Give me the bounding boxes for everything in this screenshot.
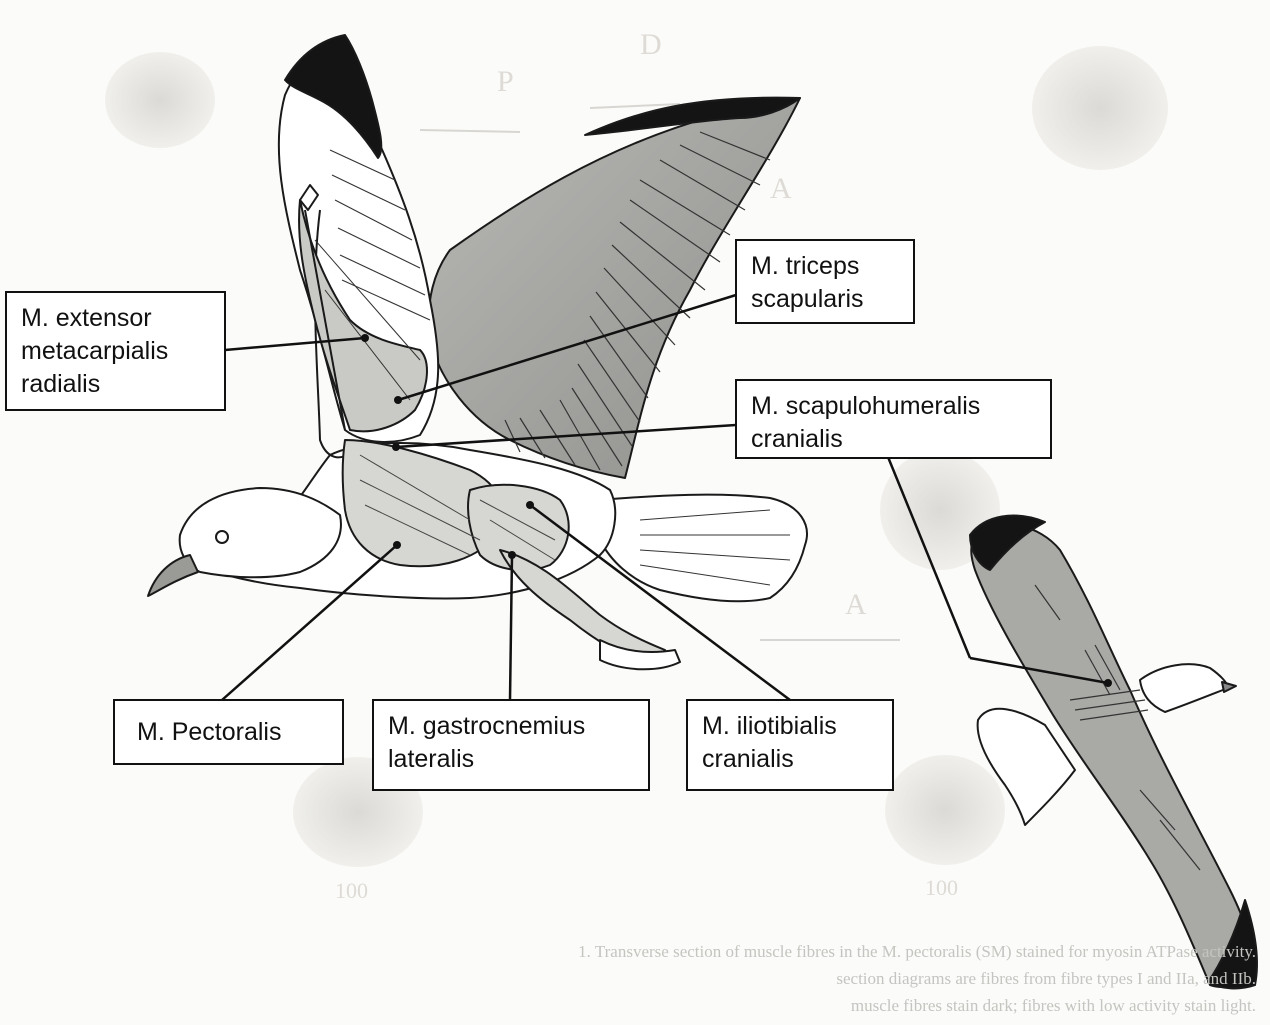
label-gastrocnemius-lateralis: M. gastrocnemius lateralis — [372, 699, 650, 791]
label-line: cranialis — [751, 423, 1040, 456]
label-line: M. iliotibialis — [702, 710, 882, 743]
beak — [148, 555, 198, 596]
ghost-micrograph — [1032, 46, 1168, 170]
label-iliotibialis-cranialis: M. iliotibialis cranialis — [686, 699, 894, 791]
label-line: M. Pectoralis — [137, 716, 332, 749]
label-line: scapularis — [751, 283, 903, 316]
label-line: cranialis — [702, 743, 882, 776]
dot-gastrocnemius — [508, 551, 516, 559]
dot-triceps — [394, 396, 402, 404]
ghost-letter-p: P — [497, 65, 514, 99]
gull-side-view — [148, 35, 807, 669]
dot-pectoralis — [393, 541, 401, 549]
head — [180, 488, 341, 577]
dot-iliotibialis — [526, 501, 534, 509]
ghost-letter-a: A — [770, 172, 792, 206]
ghost-micrograph — [105, 52, 215, 148]
ghost-number: 100 — [925, 875, 958, 901]
label-line: M. scapulohumeralis — [751, 390, 1040, 423]
label-line: M. extensor — [21, 302, 214, 335]
label-line: radialis — [21, 368, 214, 401]
ghost-micrograph — [885, 755, 1005, 865]
dot-scapulohumeralis-top — [1104, 679, 1112, 687]
label-pectoralis: M. Pectoralis — [113, 699, 344, 765]
ghost-letter-a: A — [845, 588, 867, 622]
caption-line: muscle fibres stain dark; fibres with lo… — [0, 992, 1256, 1019]
label-line: metacarpialis — [21, 335, 214, 368]
dot-extensor — [361, 334, 369, 342]
caption-line: section diagrams are fibres from fibre t… — [0, 965, 1256, 992]
ghost-number: 100 — [335, 878, 368, 904]
top-view-head — [1140, 664, 1228, 712]
background-caption: 1. Transverse section of muscle fibres i… — [0, 938, 1270, 1019]
tail — [600, 495, 807, 602]
gull-top-view — [970, 516, 1257, 989]
label-line: M. gastrocnemius — [388, 710, 638, 743]
dot-scapulohumeralis — [392, 443, 400, 451]
label-line: M. triceps — [751, 250, 903, 283]
label-scapulohumeralis-cranialis: M. scapulohumeralis cranialis — [735, 379, 1052, 459]
ghost-rule — [420, 130, 520, 132]
label-triceps-scapularis: M. triceps scapularis — [735, 239, 915, 324]
ghost-letter-d: D — [640, 28, 662, 62]
label-line: lateralis — [388, 743, 638, 776]
top-view-beak — [1222, 682, 1236, 692]
label-extensor-metacarpialis: M. extensor metacarpialis radialis — [5, 291, 226, 411]
caption-line: 1. Transverse section of muscle fibres i… — [0, 938, 1256, 965]
